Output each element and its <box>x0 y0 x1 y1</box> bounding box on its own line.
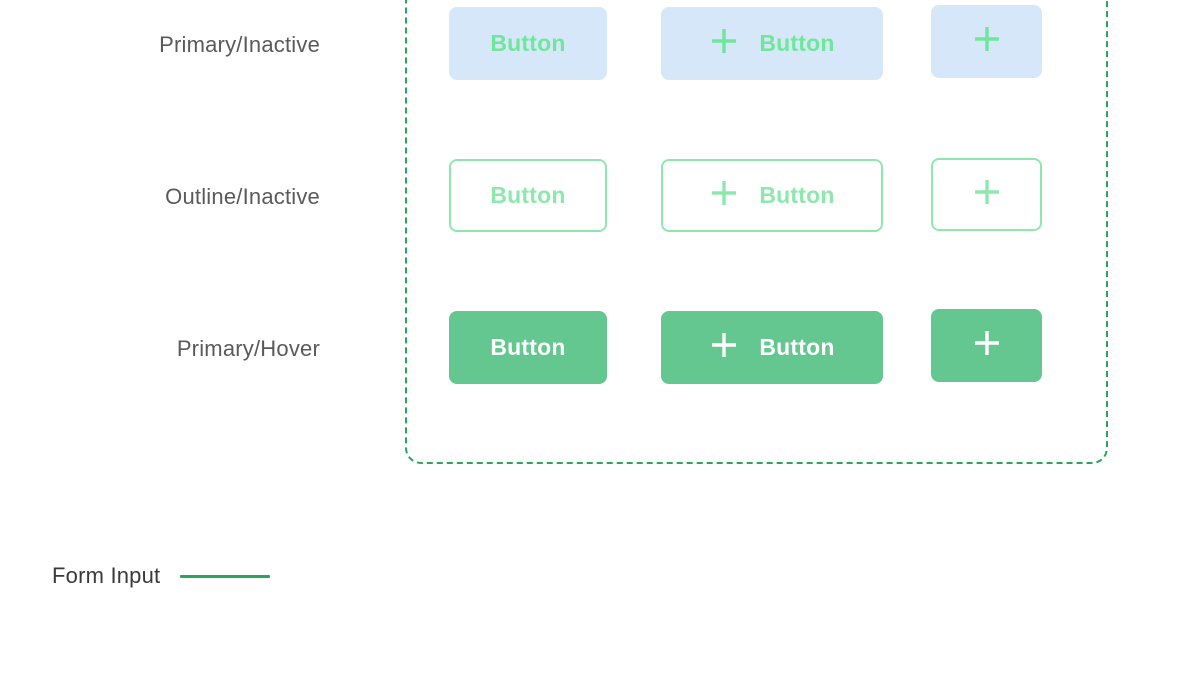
form-input-heading: Form Input <box>52 563 161 588</box>
button-label: Button <box>759 334 835 360</box>
plus-icon <box>972 24 1002 60</box>
button-primary-inactive-icon-only[interactable] <box>931 5 1042 78</box>
spec-frame-dashed-border <box>405 0 1108 464</box>
button-outline-inactive-icon-only[interactable] <box>931 158 1042 231</box>
section-divider-rule <box>180 574 271 578</box>
plus-icon <box>709 26 739 62</box>
button-primary-hover-icon-text[interactable]: Button <box>661 311 883 384</box>
row-label-primary-hover: Primary/Hover <box>176 336 320 361</box>
plus-icon <box>972 177 1002 213</box>
plus-icon <box>972 328 1002 364</box>
button-label: Button <box>759 30 835 56</box>
button-primary-inactive-icon-text[interactable]: Button <box>661 7 883 80</box>
plus-icon <box>709 178 739 214</box>
button-label: Button <box>490 182 566 208</box>
form-input-section: Form Input <box>52 563 271 589</box>
button-label: Button <box>759 182 835 208</box>
row-label-primary-inactive: Primary/Inactive <box>159 32 320 57</box>
button-primary-hover-icon-only[interactable] <box>931 309 1042 382</box>
button-outline-inactive-text[interactable]: Button <box>449 159 607 232</box>
button-primary-hover-text[interactable]: Button <box>449 311 607 384</box>
plus-icon <box>709 330 739 366</box>
button-outline-inactive-icon-text[interactable]: Button <box>661 159 883 232</box>
button-label: Button <box>490 30 566 56</box>
button-primary-inactive-text[interactable]: Button <box>449 7 607 80</box>
button-label: Button <box>490 334 566 360</box>
row-label-outline-inactive: Outline/Inactive <box>165 184 320 209</box>
